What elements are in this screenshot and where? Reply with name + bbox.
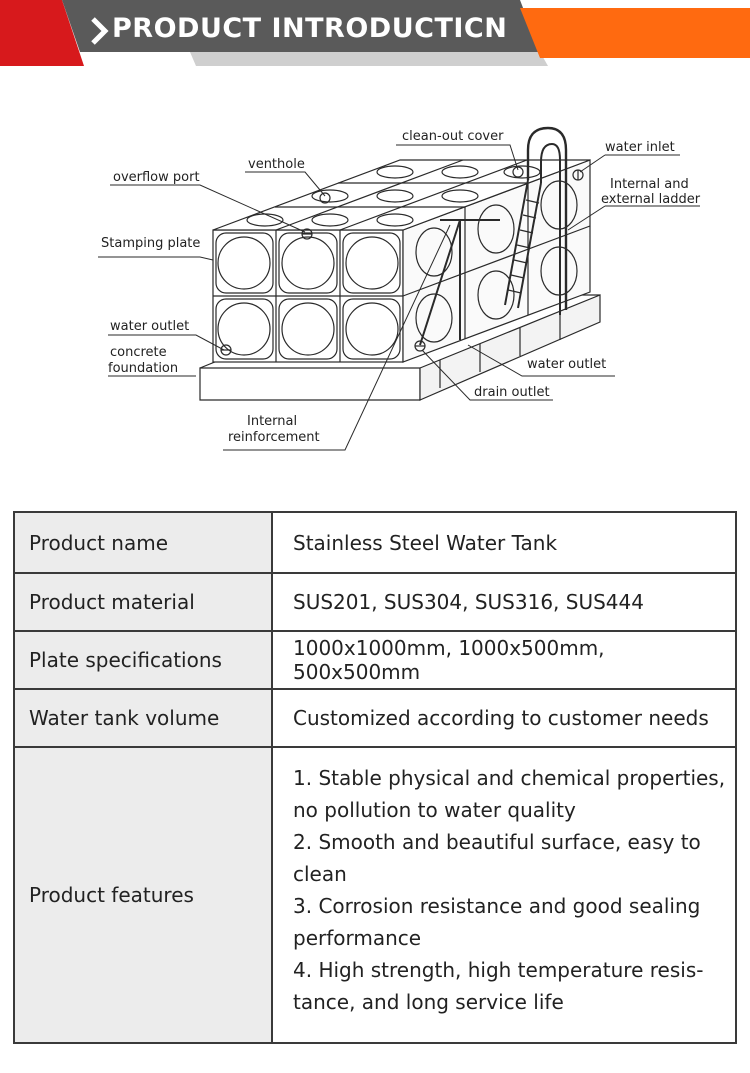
- spec-key: Product material: [13, 572, 273, 632]
- table-row: Plate specifications 1000x1000mm, 1000x5…: [13, 630, 737, 690]
- label-ladder-2: external ladder: [601, 192, 701, 207]
- label-water-outlet-right: water outlet: [527, 357, 606, 372]
- spec-key: Product name: [13, 511, 273, 574]
- feature-line: 3. Corrosion resistance and good sealing: [293, 894, 701, 918]
- spec-key: Plate specifications: [13, 630, 273, 690]
- table-row: Water tank volume Customized according t…: [13, 688, 737, 748]
- label-drain-outlet: drain outlet: [474, 385, 550, 400]
- label-water-outlet-left: water outlet: [110, 319, 189, 334]
- table-row: Product material SUS201, SUS304, SUS316,…: [13, 572, 737, 632]
- table-row-features: Product features 1. Stable physical and …: [13, 746, 737, 1044]
- label-ladder-1: Internal and: [610, 177, 689, 192]
- spec-key: Water tank volume: [13, 688, 273, 748]
- chevron-right-icon: [91, 17, 109, 45]
- label-clean-out-cover: clean-out cover: [402, 129, 504, 144]
- label-stamping-plate: Stamping plate: [101, 236, 200, 251]
- spec-key: Product features: [13, 746, 273, 1044]
- header-banner: PRODUCT INTRODUCTICN: [0, 0, 750, 68]
- feature-line: no pollution to water quality: [293, 798, 576, 822]
- feature-line: 4. High strength, high temperature resis…: [293, 958, 704, 982]
- feature-line: tance, and long service life: [293, 990, 564, 1014]
- label-water-inlet: water inlet: [605, 140, 675, 155]
- label-venthole: venthole: [248, 157, 305, 172]
- feature-line: 1. Stable physical and chemical properti…: [293, 766, 726, 790]
- label-overflow-port: overflow port: [113, 170, 200, 185]
- page-title: PRODUCT INTRODUCTICN: [112, 13, 508, 44]
- spec-value: 1000x1000mm, 1000x500mm, 500x500mm: [271, 630, 737, 690]
- label-reinforcement-2: reinforcement: [228, 430, 320, 445]
- label-concrete-2: foundation: [108, 361, 178, 376]
- banner-shapes: [0, 0, 750, 66]
- spec-value: Stainless Steel Water Tank: [271, 511, 737, 574]
- features-list: 1. Stable physical and chemical properti…: [271, 746, 737, 1044]
- feature-line: 2. Smooth and beautiful surface, easy to: [293, 830, 701, 854]
- feature-line: clean: [293, 862, 347, 886]
- label-reinforcement-1: Internal: [247, 414, 297, 429]
- table-row: Product name Stainless Steel Water Tank: [13, 511, 737, 574]
- spec-value: SUS201, SUS304, SUS316, SUS444: [271, 572, 737, 632]
- spec-value: Customized according to customer needs: [271, 688, 737, 748]
- label-concrete-1: concrete: [110, 345, 167, 360]
- spec-table: Product name Stainless Steel Water Tank …: [13, 511, 737, 1044]
- feature-line: performance: [293, 926, 422, 950]
- water-tank-diagram: clean-out cover water inlet venthole ove…: [0, 110, 750, 470]
- tank-drawing: clean-out cover water inlet venthole ove…: [98, 126, 701, 451]
